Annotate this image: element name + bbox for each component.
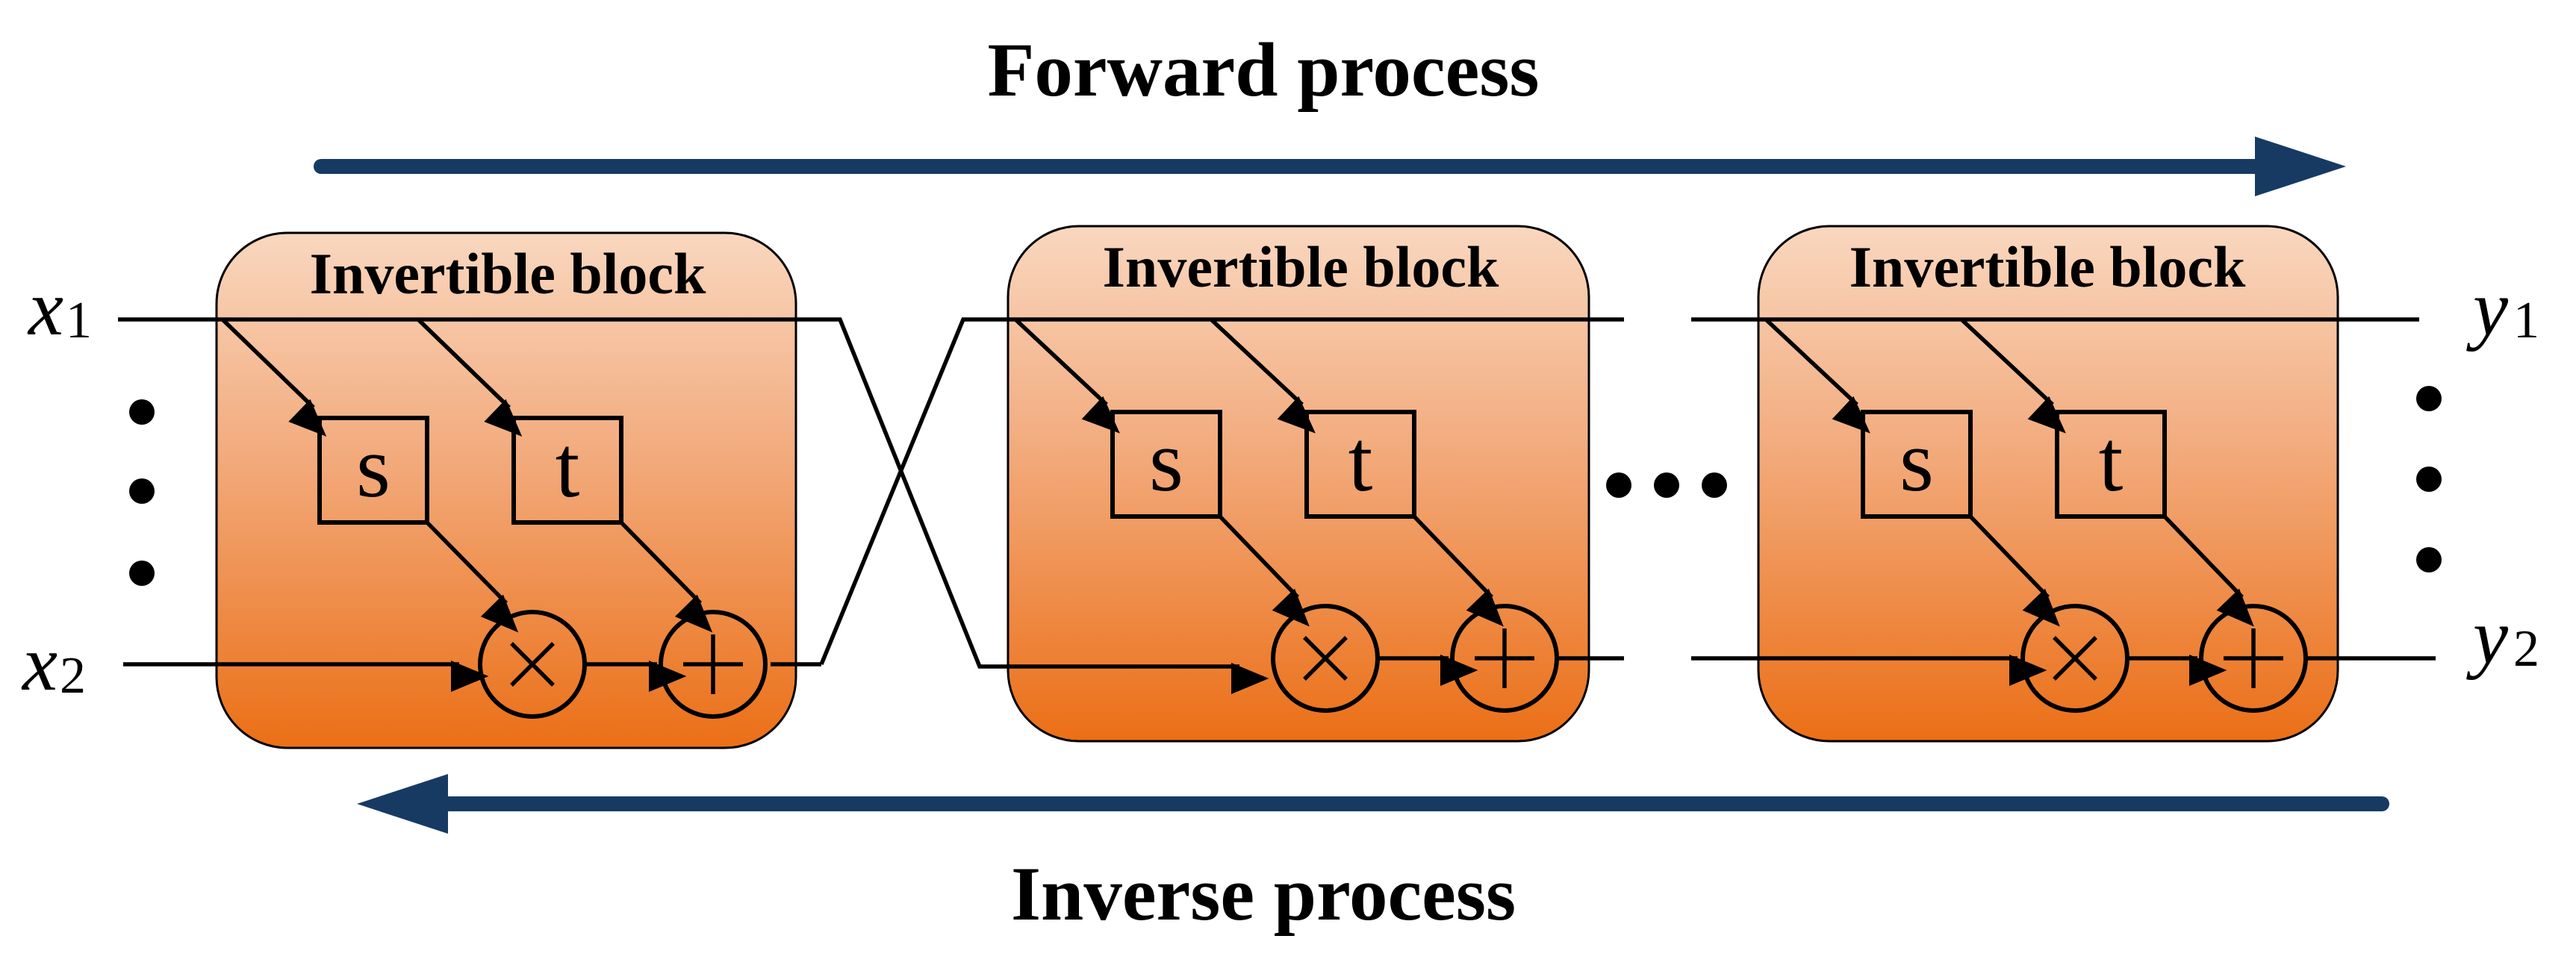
input-label-x1: x 1	[27, 264, 92, 352]
block-2-internals: s t	[1014, 317, 1559, 713]
inverse-process-title: Inverse process	[1011, 852, 1516, 937]
invertible-block-2	[1007, 225, 1590, 743]
s-box-2	[1110, 410, 1222, 519]
svg-text:2: 2	[60, 647, 86, 705]
t-box-2	[1304, 410, 1416, 519]
svg-text:1: 1	[66, 292, 92, 349]
svg-text:s: s	[1149, 412, 1183, 510]
signal-wires	[118, 317, 2436, 694]
invertible-block-3	[1757, 225, 2339, 743]
svg-text:t: t	[2099, 412, 2124, 510]
forward-process-title: Forward process	[987, 28, 1539, 113]
forward-arrow	[314, 137, 2346, 196]
block-1-internals: s t	[221, 318, 768, 719]
svg-text:2: 2	[2513, 620, 2539, 678]
svg-text:y: y	[2466, 593, 2509, 680]
svg-text:x: x	[21, 619, 57, 707]
svg-text:s: s	[1900, 412, 1934, 510]
input-label-x2: x 2	[21, 619, 86, 707]
svg-text:t: t	[556, 418, 580, 516]
svg-text:x: x	[27, 264, 63, 352]
output-label-y1: y 1	[2466, 264, 2539, 352]
input-vertical-ellipsis-icon	[129, 399, 155, 586]
block-title-3: Invertible block	[1849, 234, 2246, 299]
svg-text:y: y	[2466, 264, 2509, 352]
s-box-1	[317, 416, 429, 525]
block-title-2: Invertible block	[1103, 234, 1499, 299]
output-vertical-ellipsis-icon	[2416, 386, 2442, 572]
svg-text:1: 1	[2513, 292, 2539, 349]
block-3-internals: s t	[1764, 317, 2308, 713]
block-title-1: Invertible block	[310, 241, 706, 306]
horizontal-ellipsis-icon	[1606, 472, 1727, 498]
svg-text:s: s	[356, 418, 391, 516]
t-box-1	[511, 416, 623, 525]
t-box-3	[2055, 410, 2167, 519]
svg-text:t: t	[1348, 412, 1373, 510]
s-box-3	[1861, 410, 1973, 519]
invertible-block-1	[215, 231, 797, 749]
output-label-y2: y 2	[2466, 593, 2539, 680]
inverse-arrow	[357, 774, 2389, 834]
